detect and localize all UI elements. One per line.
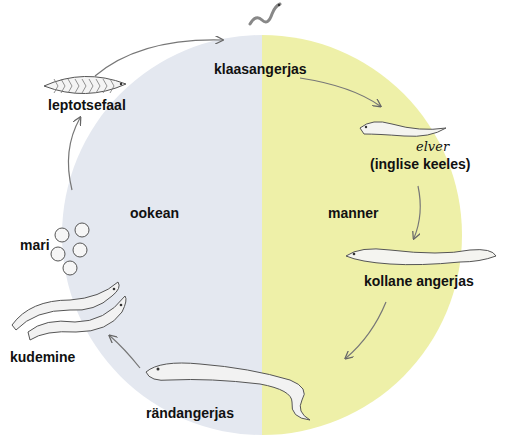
eel-eggs xyxy=(51,223,89,275)
region-name: manner xyxy=(328,205,379,221)
stage-label: klaasangerjas xyxy=(214,62,307,77)
spawning-eels xyxy=(12,282,126,340)
stage-label: kudemine xyxy=(10,350,75,365)
leptocephalus-larva xyxy=(44,76,126,93)
stage-label: elver xyxy=(416,140,449,154)
region-name: ookean xyxy=(130,205,179,221)
stage-label: mari xyxy=(20,238,50,253)
glass-eel xyxy=(250,4,280,24)
cycle-arrows xyxy=(68,40,420,368)
stage-label: leptotsefaal xyxy=(48,98,126,113)
stage-label: kollane angerjas xyxy=(364,274,474,289)
stage-label: rändangerjas xyxy=(146,406,234,421)
stage-label: (inglise keeles) xyxy=(370,157,470,172)
elver xyxy=(360,122,446,137)
yellow-eel xyxy=(346,249,496,265)
